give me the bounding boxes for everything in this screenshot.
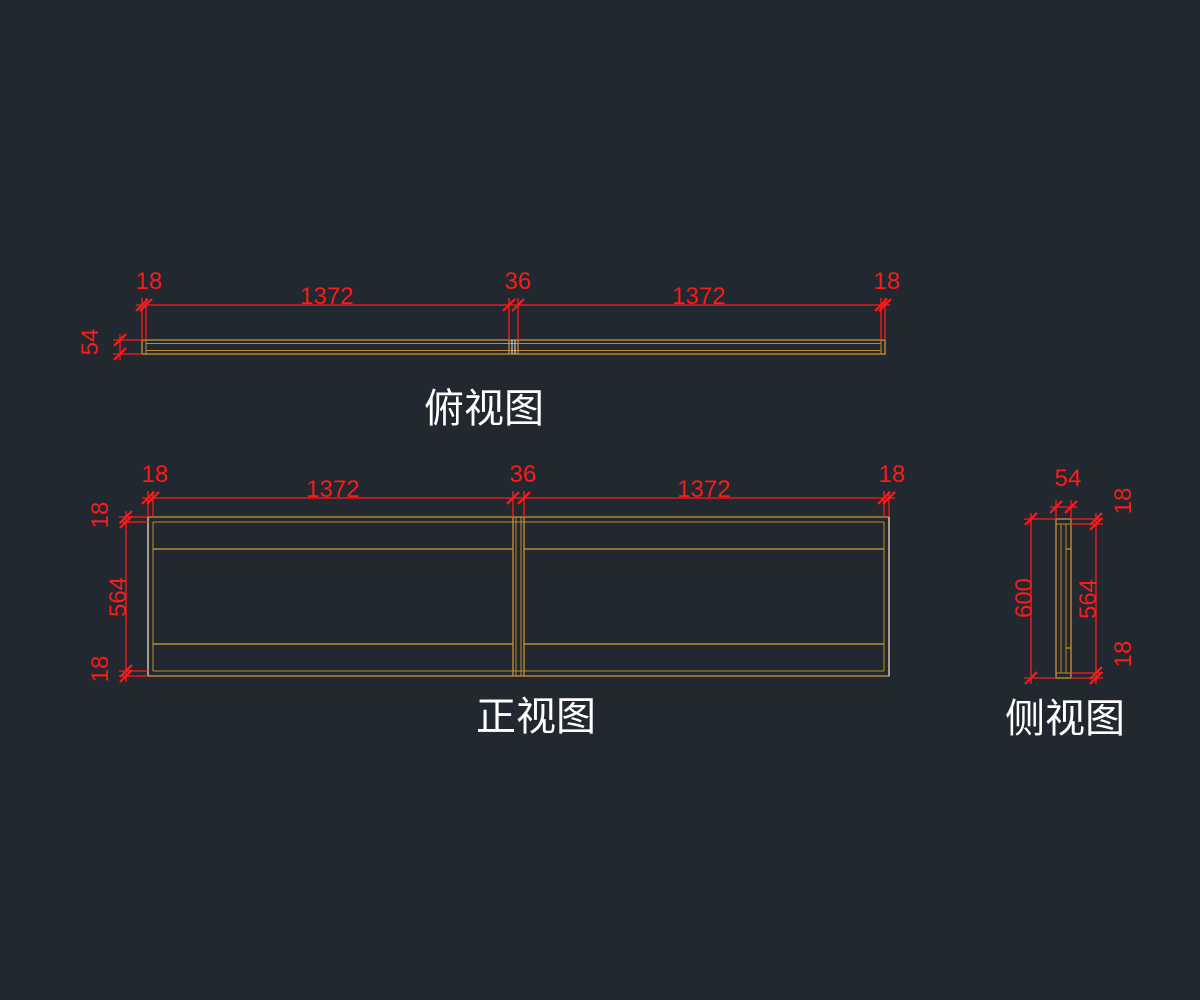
dim-label: 36 (510, 461, 537, 488)
dim-label: 18 (874, 268, 901, 295)
top-view-title: 俯视图 (424, 386, 544, 432)
dim-label: 18 (142, 461, 169, 488)
side-view-depth-dimension: 54 (1049, 465, 1082, 519)
dim-label: 18 (879, 461, 906, 488)
front-view-outline (147, 516, 890, 677)
top-view-depth-dimension: 54 (77, 329, 142, 361)
dim-label: 1372 (306, 476, 359, 503)
side-view-inner-dimension: 18 564 18 (1071, 488, 1137, 685)
dim-label: 36 (505, 268, 532, 295)
dim-label: 18 (87, 502, 114, 529)
dim-label: 1372 (300, 283, 353, 310)
side-view-outline (1055, 518, 1072, 679)
front-view-horizontal-dimension: 18 1372 36 1372 18 (141, 461, 906, 517)
top-view: 18 1372 36 1372 18 54 俯视图 (77, 268, 900, 432)
dim-label: 600 (1011, 578, 1038, 618)
dim-label: 18 (136, 268, 163, 295)
top-view-outline (141, 339, 886, 355)
dim-label: 1372 (672, 283, 725, 310)
dim-label: 18 (1110, 488, 1137, 515)
dim-label: 54 (77, 329, 104, 356)
side-view-overall-height-dimension: 600 (1011, 512, 1056, 685)
dim-label: 18 (1110, 641, 1137, 668)
side-view: 54 600 18 564 18 侧视图 (1005, 465, 1137, 742)
front-view: 18 1372 36 1372 18 18 564 18 正视图 (87, 461, 905, 740)
top-view-horizontal-dimension: 18 1372 36 1372 18 (135, 268, 901, 340)
dim-label: 18 (87, 656, 114, 683)
dim-label: 564 (105, 577, 132, 617)
side-view-title: 侧视图 (1005, 696, 1125, 742)
dim-label: 1372 (677, 476, 730, 503)
front-view-vertical-dimension: 18 564 18 (87, 502, 148, 683)
dim-label: 54 (1055, 465, 1082, 492)
front-view-title: 正视图 (476, 694, 596, 740)
dim-label: 564 (1075, 579, 1102, 619)
